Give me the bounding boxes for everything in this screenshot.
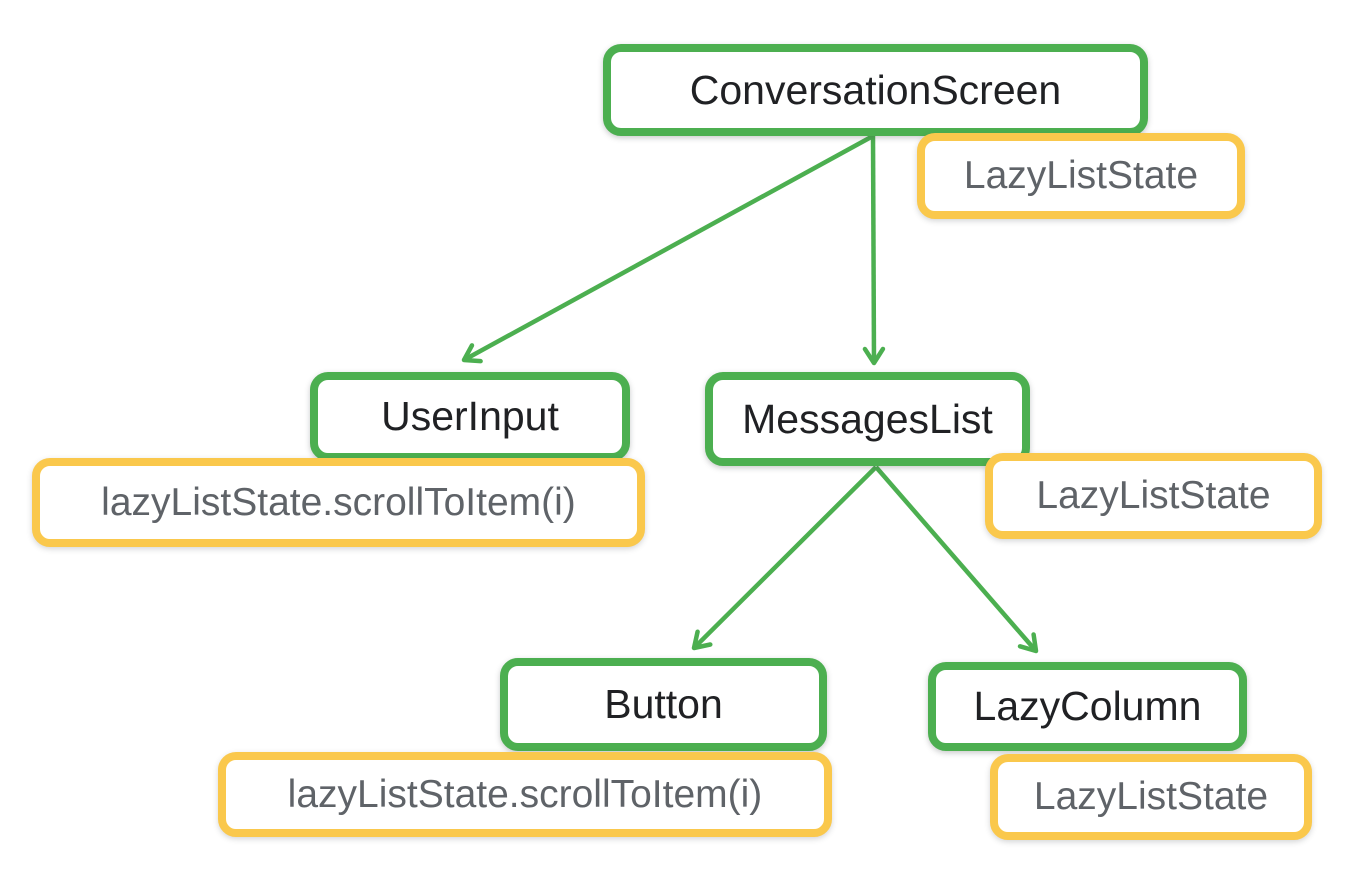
node-conversationscreen: ConversationScreen	[603, 44, 1148, 136]
edge-conversationscreen-to-userinput	[461, 134, 875, 364]
node-conversationscreen-lazyliststate: LazyListState	[917, 133, 1245, 219]
node-lazycolumn: LazyColumn	[928, 662, 1247, 751]
node-button: Button	[500, 658, 827, 751]
node-userinput-scrolltoitem: lazyListState.scrollToItem(i)	[32, 458, 645, 547]
node-lazycolumn-lazyliststate: LazyListState	[990, 754, 1312, 840]
node-button-scrolltoitem: lazyListState.scrollToItem(i)	[218, 752, 832, 837]
edge-messageslist-to-lazycolumn	[874, 465, 1039, 654]
node-messageslist: MessagesList	[705, 372, 1030, 466]
edge-conversationscreen-to-messageslist	[862, 135, 886, 366]
edge-messageslist-to-button	[691, 465, 878, 651]
node-messageslist-lazyliststate: LazyListState	[985, 453, 1322, 539]
node-userinput: UserInput	[310, 372, 630, 461]
